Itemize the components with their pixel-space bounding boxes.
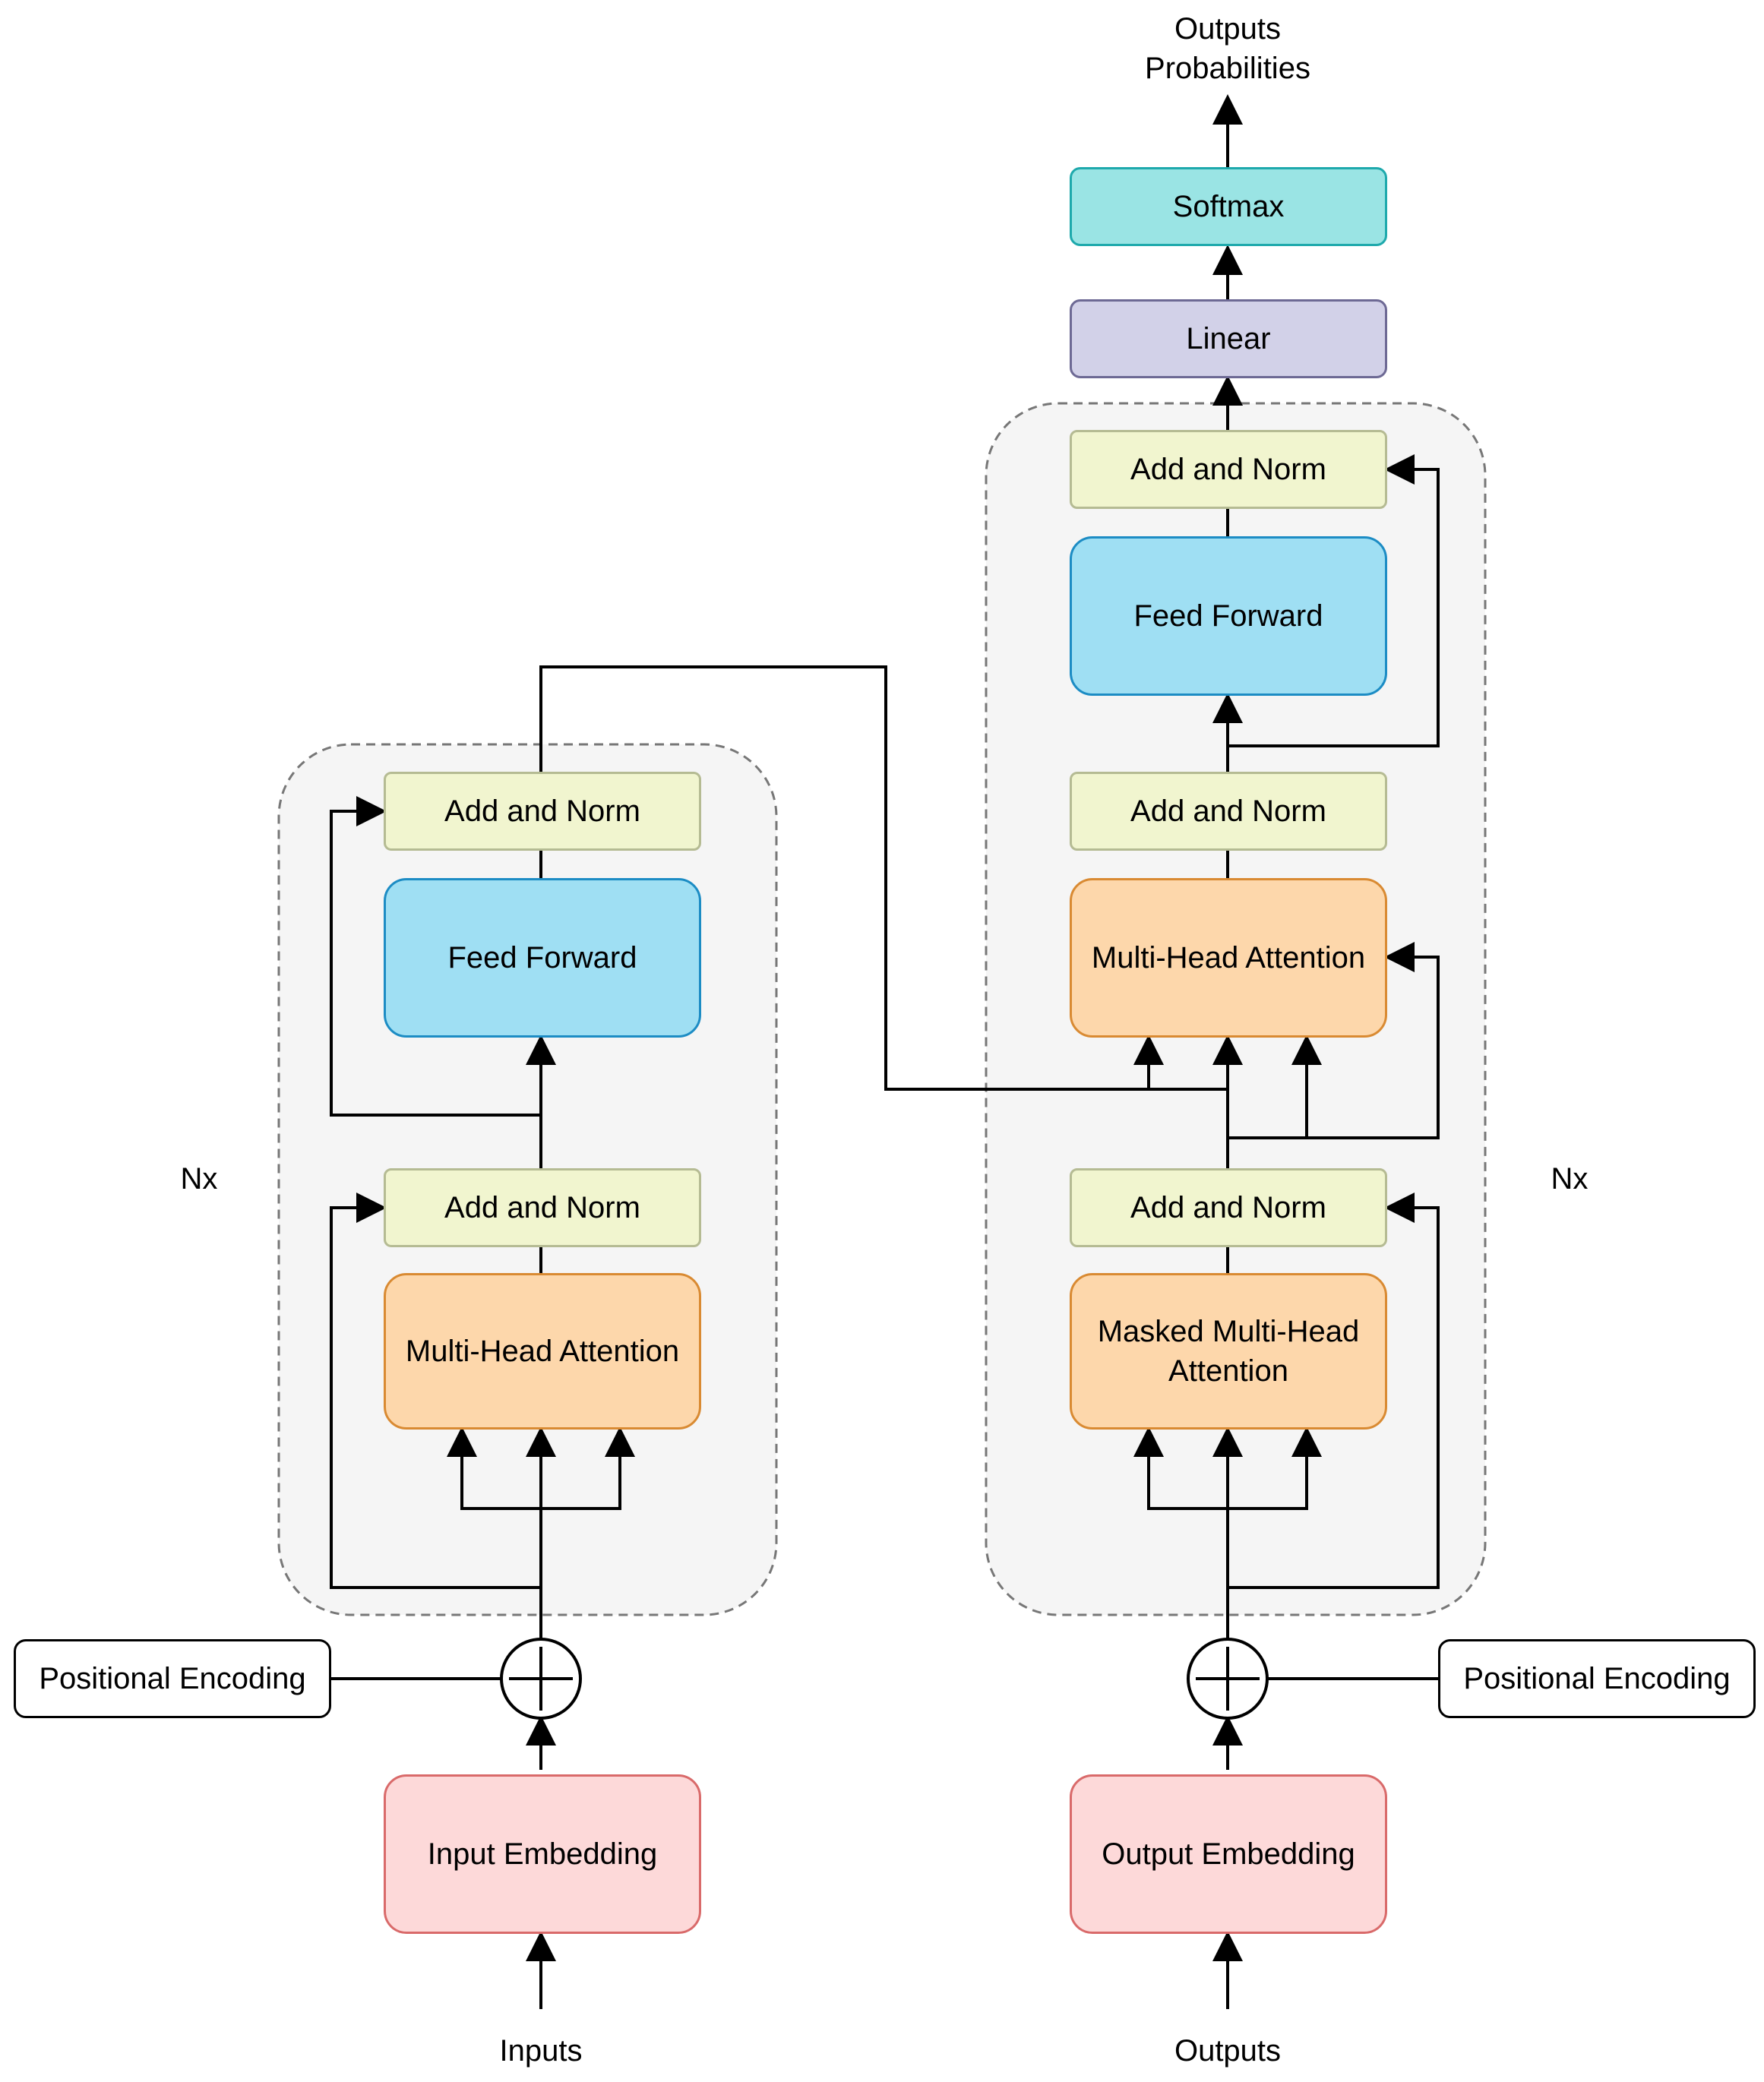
linear-box: Linear	[1070, 299, 1387, 378]
decoder-q-arrow	[1133, 1426, 1228, 1510]
encoder-residual-1	[330, 1193, 541, 1589]
encoder-feed-forward: Feed Forward	[384, 878, 701, 1038]
encoder-positional-encoding: Positional Encoding	[14, 1639, 331, 1718]
decoder-input-label: Outputs	[1174, 2034, 1282, 2068]
decoder-feed-forward: Feed Forward	[1070, 536, 1387, 696]
decoder-add-norm-bottom: Add and Norm	[1070, 1168, 1387, 1247]
decoder-cross-attention: Multi-Head Attention	[1070, 878, 1387, 1038]
decoder-residual-2	[1228, 942, 1440, 1139]
encoder-attention: Multi-Head Attention	[384, 1273, 701, 1430]
decoder-masked-attention: Masked Multi-Head Attention	[1070, 1273, 1387, 1430]
encoder-residual-2	[330, 796, 541, 1117]
decoder-repeat-label: Nx	[1551, 1162, 1589, 1196]
encoder-input-label: Inputs	[499, 2034, 583, 2068]
encoder-k-arrow	[541, 1426, 635, 1510]
encoder-to-decoder	[539, 665, 1243, 1091]
encoder-add-norm-top: Add and Norm	[384, 772, 701, 851]
encoder-add-icon	[500, 1638, 582, 1720]
encoder-add-norm-bottom: Add and Norm	[384, 1168, 701, 1247]
softmax-box: Softmax	[1070, 167, 1387, 246]
decoder-add-icon	[1187, 1638, 1269, 1720]
encoder-repeat-label: Nx	[180, 1162, 218, 1196]
outputs-probabilities-label: Outputs Probabilities	[1145, 12, 1310, 85]
decoder-positional-encoding: Positional Encoding	[1438, 1639, 1756, 1718]
decoder-k-arrow	[1228, 1426, 1322, 1510]
decoder-residual-1	[1228, 1193, 1440, 1589]
decoder-output-embedding: Output Embedding	[1070, 1774, 1387, 1934]
encoder-input-embedding: Input Embedding	[384, 1774, 701, 1934]
encoder-q-arrow	[447, 1426, 541, 1510]
decoder-residual-3	[1228, 454, 1440, 747]
decoder-add-norm-middle: Add and Norm	[1070, 772, 1387, 851]
decoder-add-norm-top: Add and Norm	[1070, 430, 1387, 509]
